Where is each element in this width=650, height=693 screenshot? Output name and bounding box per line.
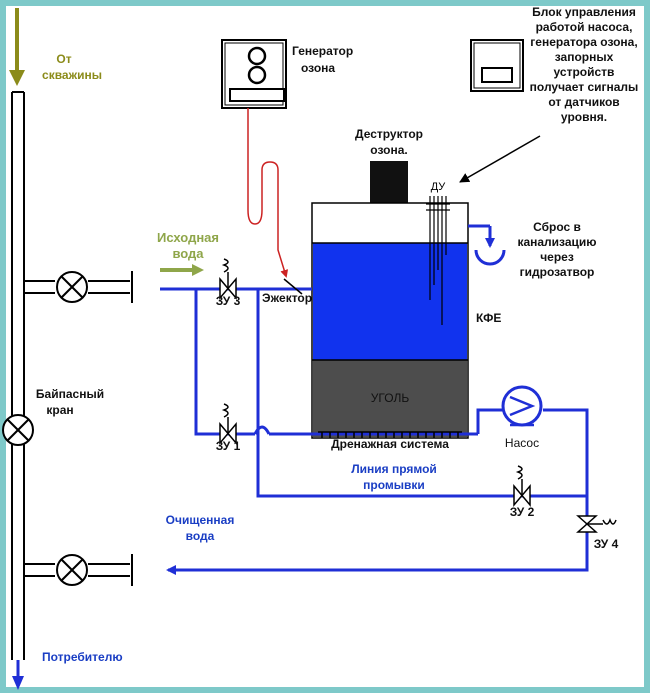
control-block-label-7: от датчиков xyxy=(548,95,619,109)
ozone-generator-label-1: Генератор xyxy=(292,44,353,58)
direct-flush-line-label-1: Линия прямой xyxy=(351,462,437,476)
ozone-line xyxy=(247,108,289,278)
flow-arrow-icon xyxy=(160,264,204,276)
control-block-icon xyxy=(470,39,524,92)
coal-label: УГОЛЬ xyxy=(371,391,410,405)
ozone-destructor-label-1: Деструктор xyxy=(355,127,423,141)
lower-branch-pipe xyxy=(24,554,133,586)
kfe-label: КФЕ xyxy=(476,311,501,325)
pump-label: Насос xyxy=(505,436,539,450)
ball-valve-icon[interactable] xyxy=(56,271,88,303)
control-block-label-2: работой насоса, xyxy=(536,20,633,34)
to-consumer-arrow xyxy=(12,660,24,690)
zu1-label: ЗУ 1 xyxy=(216,439,241,453)
from-well-label-1: От xyxy=(56,52,71,66)
ejector-label: Эжектор xyxy=(262,291,312,305)
control-block-label-5: устройств xyxy=(554,65,615,79)
pump-icon[interactable] xyxy=(501,385,543,427)
drain-label-4: гидрозатвор xyxy=(520,265,595,279)
ball-valve-icon[interactable] xyxy=(56,554,88,586)
drain-outlet xyxy=(468,224,506,266)
control-block-label-8: уровня. xyxy=(561,110,607,124)
globe-valve-icon[interactable] xyxy=(576,515,617,533)
ejector xyxy=(283,278,303,295)
from-well-label-2: скважины xyxy=(42,68,102,82)
level-sensor-icon xyxy=(426,196,450,325)
ball-valve-icon[interactable] xyxy=(2,414,34,446)
zu3-label: ЗУ 3 xyxy=(216,294,241,308)
to-consumer-label: Потребителю xyxy=(42,650,123,664)
flow-arrow-icon xyxy=(9,8,25,86)
drain-label-2: канализацию xyxy=(517,235,596,249)
ozone-generator-label-2: озона xyxy=(301,61,335,75)
ozone-destructor xyxy=(370,161,408,203)
bypass-valve-label-1: Байпасный xyxy=(36,387,104,401)
drainage-system xyxy=(318,431,462,438)
control-block-label-4: запорных xyxy=(555,50,614,64)
globe-valve-icon[interactable] xyxy=(513,465,531,508)
globe-valve-icon[interactable] xyxy=(219,403,237,446)
water-level xyxy=(313,243,467,360)
main-pipe xyxy=(11,91,25,660)
level-sensor-label: ДУ xyxy=(431,181,447,193)
upper-branch-pipe xyxy=(24,271,133,303)
ozone-destructor-label-2: озона. xyxy=(370,143,407,157)
source-water-label-1: Исходная xyxy=(157,230,219,245)
purified-water-label-2: вода xyxy=(186,529,215,543)
zu4-label: ЗУ 4 xyxy=(594,537,619,551)
control-block-label-1: Блок управления xyxy=(532,5,636,19)
drain-label-1: Сброс в xyxy=(533,220,581,234)
direct-flush-line-label-2: промывки xyxy=(363,478,425,492)
drainage-system-label: Дренажная система xyxy=(331,437,449,451)
control-block-label-6: получает сигналы xyxy=(530,80,639,94)
bypass-valve-label-2: кран xyxy=(46,403,73,417)
drain-label-3: через xyxy=(540,250,574,264)
purified-water-label-1: Очищенная xyxy=(166,513,235,527)
source-water-label-2: вода xyxy=(172,246,204,261)
control-block-label-3: генератора озона, xyxy=(530,35,637,49)
ozone-generator-icon xyxy=(221,39,287,109)
globe-valve-icon[interactable] xyxy=(219,258,237,301)
coal-layer xyxy=(313,360,467,437)
zu2-label: ЗУ 2 xyxy=(510,505,535,519)
signal-arrow xyxy=(459,135,541,183)
